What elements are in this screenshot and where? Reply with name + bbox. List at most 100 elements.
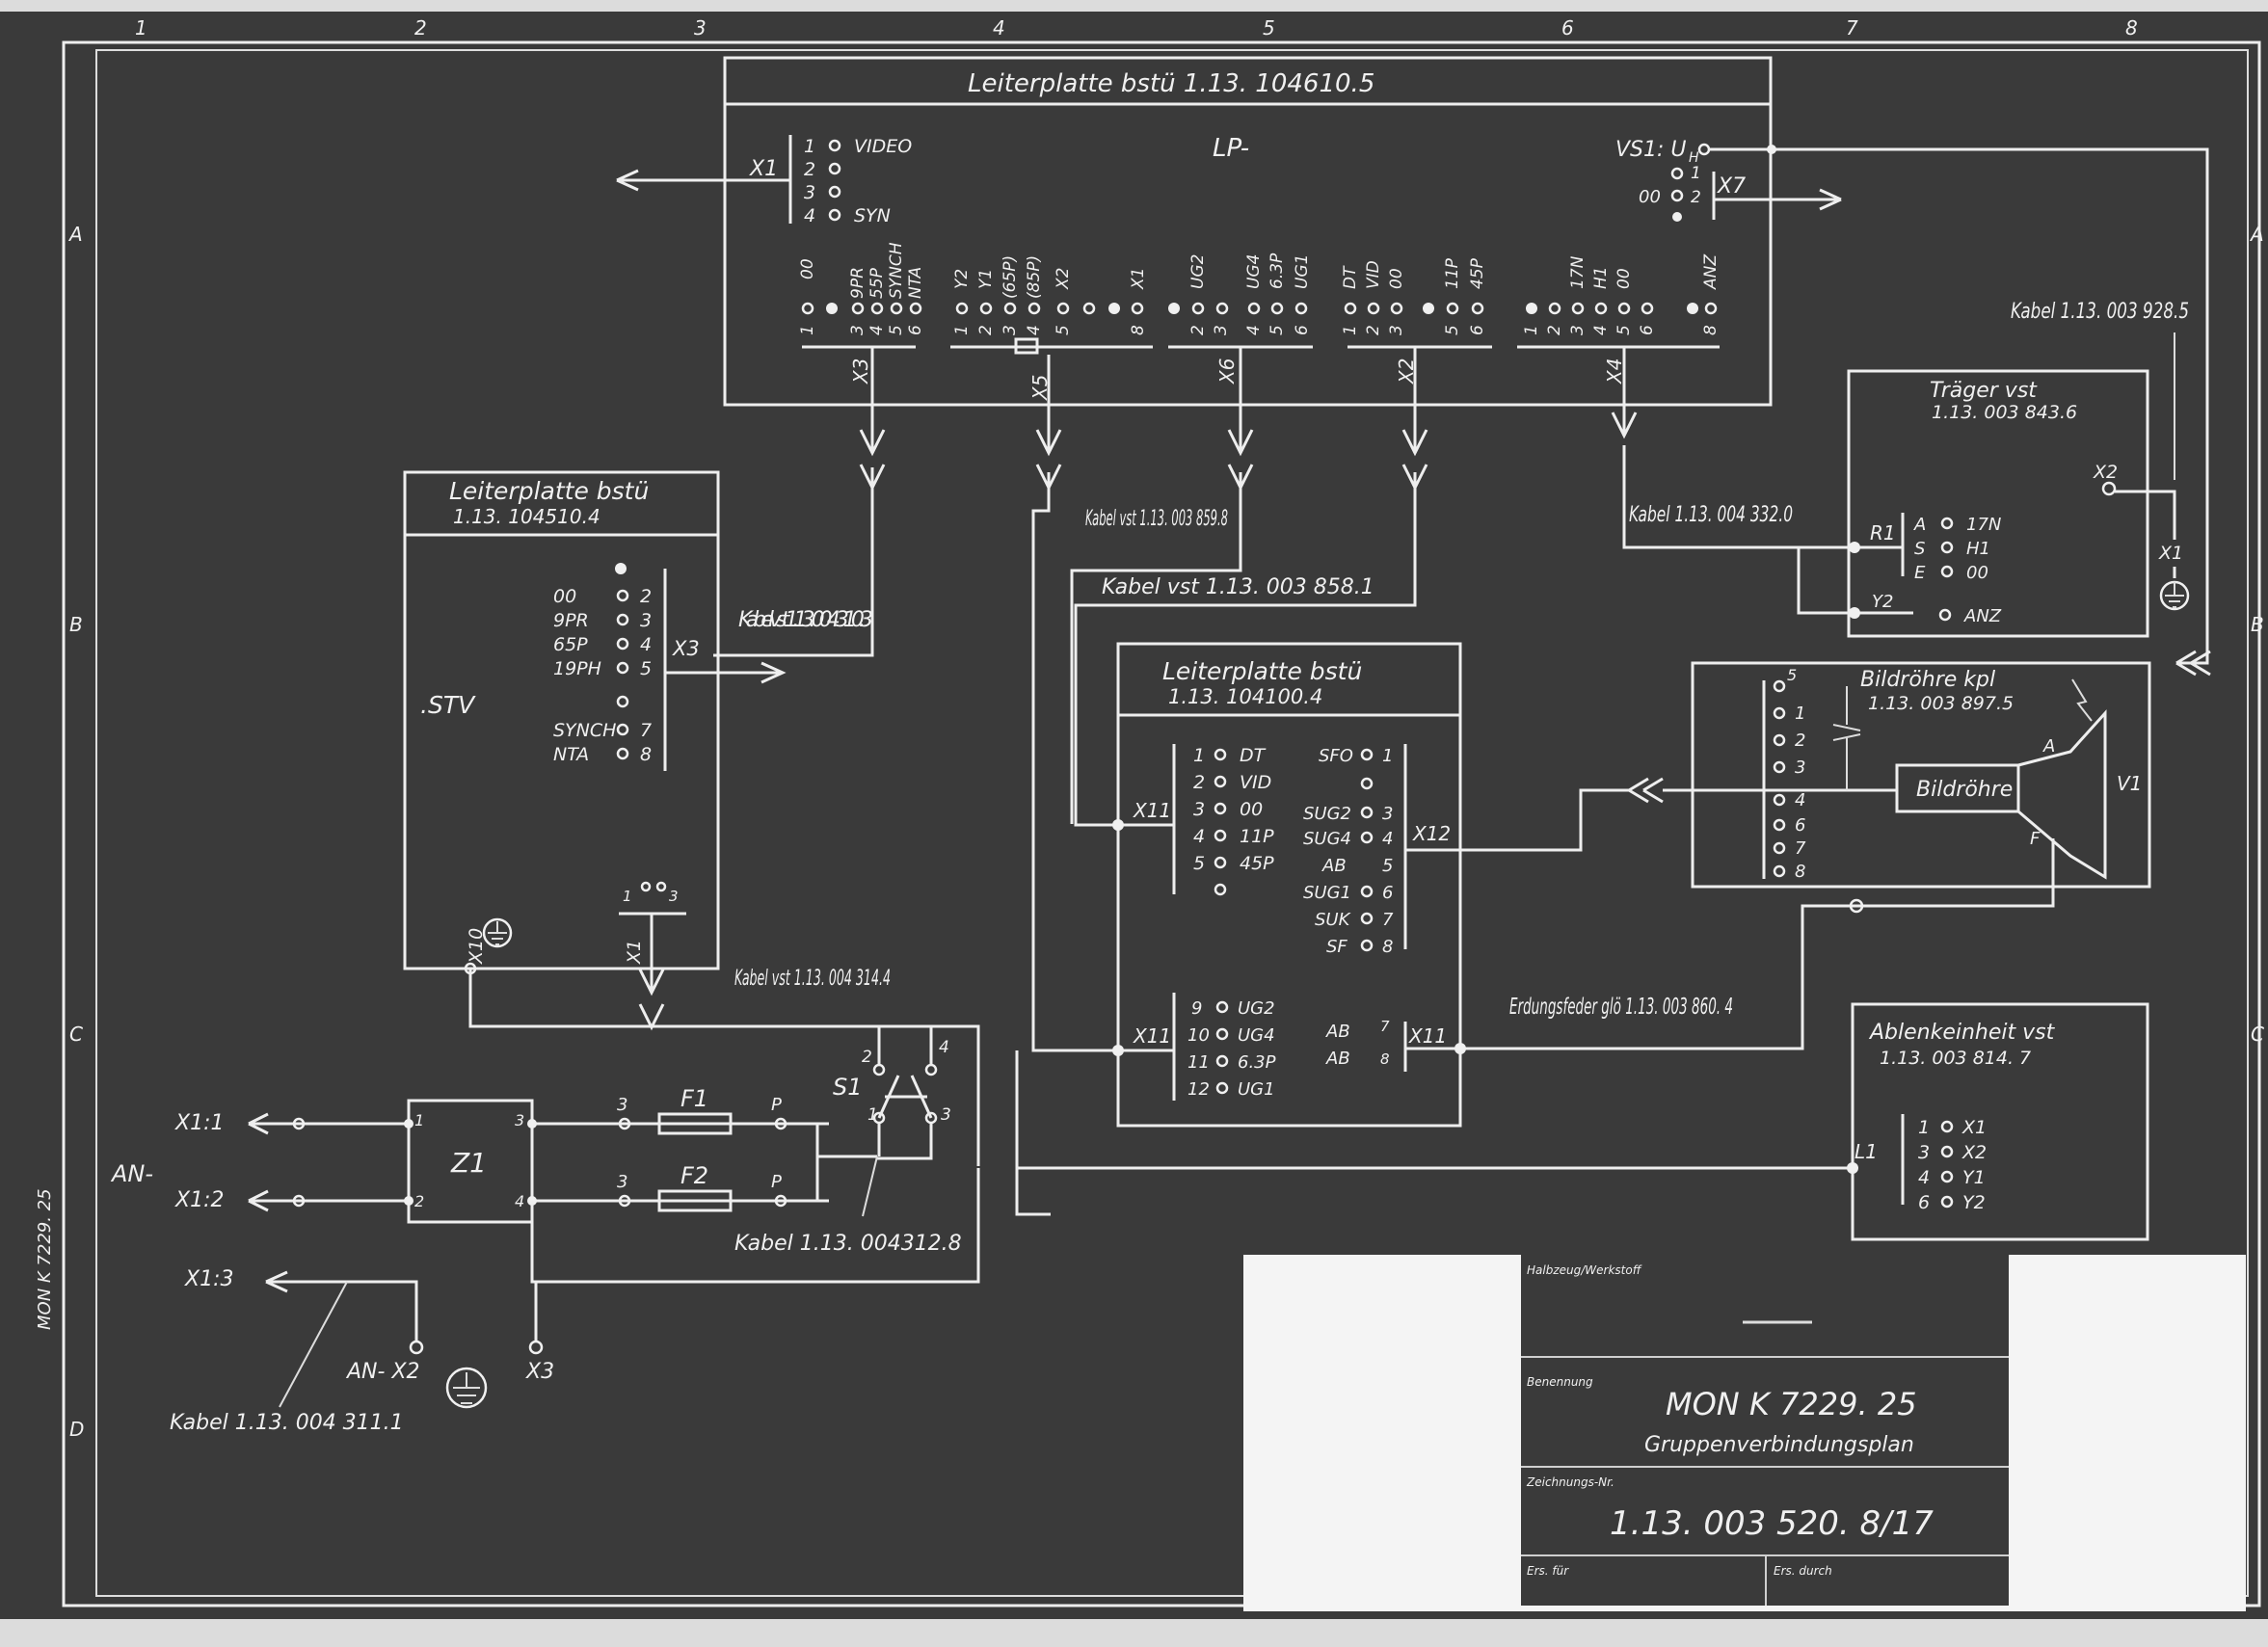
f-pin: P (771, 1095, 782, 1115)
lp-top-sub: LP- (1213, 134, 1249, 163)
bild-number: 1.13. 003 897.5 (1868, 693, 2014, 714)
lp-x5-pin: 2 (976, 325, 996, 335)
grid-col-7: 7 (1846, 16, 1858, 40)
lp-x5-label: Y2 (952, 269, 972, 289)
lp-x6-pin: 2 (1188, 325, 1208, 335)
mid-board: Leiterplatte bstü 1.13. 104100.4 X11 1 2… (1116, 642, 1462, 1128)
lp-x2-label: 00 (1387, 268, 1406, 289)
lp-x6-label: UG2 (1188, 254, 1208, 289)
grid-row-c-right: C (2251, 1023, 2264, 1046)
mid-x11b-pin: 9 (1191, 998, 1202, 1019)
mid-x11b-label: UG1 (1238, 1079, 1275, 1100)
lp-x5-label: Y1 (976, 269, 996, 289)
ablenk-l1: L1 (1854, 1140, 1878, 1163)
ablenk-pin: 4 (1918, 1167, 1930, 1188)
stv-row-pin: 7 (640, 720, 652, 741)
cable-4312: Kabel 1.13. 004312.8 (734, 1232, 962, 1256)
mid-x12-label: AB (1321, 856, 1347, 876)
bild-pin: 6 (1795, 815, 1805, 836)
ablenk-label: X1 (1961, 1117, 1987, 1138)
x1-2-label: X1:2 (174, 1188, 224, 1212)
traeger-pin: A (1913, 515, 1926, 535)
lp-x5-label: (85P) (1025, 255, 1044, 299)
lp-x2-pin: 3 (1387, 325, 1406, 335)
mid-x11-pin: 1 (1193, 745, 1205, 766)
traeger-label: ANZ (1963, 606, 2002, 626)
lp-x2-label: VID (1364, 260, 1383, 289)
lp-x5-pin: 3 (1001, 325, 1020, 335)
stv-row-pin: 8 (640, 744, 652, 765)
cable-4314: Kabel vst 1.13. 004 314.4 (734, 967, 891, 991)
cable-3859-a: Kabel vst 1.13. 003 859.8 (1085, 507, 1228, 531)
grid-labels: 1 2 3 4 5 6 7 8 A B C D A B C (67, 16, 2264, 1441)
lp-x4-connector: X4 1 2 3 17N 4 H1 5 00 6 8 ANZ (1517, 254, 1721, 385)
stv-row-label: SYNCH (553, 720, 616, 741)
grid-col-2: 2 (414, 16, 427, 40)
an-x2-label: AN- X2 (345, 1360, 420, 1384)
lp-x2-pin: 2 (1364, 325, 1383, 335)
bild-pin: 4 (1795, 790, 1805, 810)
stv-row-label: 19PH (553, 658, 601, 679)
lp-x4-label: 00 (1614, 268, 1634, 289)
f-pin: P (771, 1172, 782, 1192)
ground-icon (482, 917, 513, 948)
lp-x3-pin: 5 (887, 325, 906, 335)
stv-x1-pin: 1 (623, 888, 632, 905)
lp-x1-pin: 3 (804, 182, 815, 203)
traeger-y2: Y2 (1872, 592, 1893, 612)
lp-x4-label: H1 (1591, 266, 1611, 289)
lp-x5-pin: 4 (1025, 325, 1044, 335)
grid-col-5: 5 (1263, 16, 1275, 40)
bild-v1: V1 (2117, 772, 2142, 795)
tb-label-1: Halbzeug/Werkstoff (1527, 1263, 1642, 1277)
mid-x11-pin: 5 (1193, 853, 1205, 874)
x1-1-label: X1:1 (174, 1111, 224, 1135)
mid-x12-label: SF (1326, 937, 1347, 957)
lp-x1-pin: 4 (804, 205, 815, 226)
lp-x3-pin: 3 (848, 325, 867, 335)
tb-desc: Gruppenverbindungsplan (1644, 1433, 1914, 1457)
mid-x12-label: SUG2 (1303, 804, 1351, 824)
grid-col-4: 4 (993, 16, 1005, 40)
stv-row-label: NTA (553, 744, 589, 765)
stv-number: 1.13. 104510.4 (453, 505, 600, 528)
mid-x12-pin: 6 (1382, 883, 1393, 903)
bild-pin: 1 (1795, 704, 1805, 724)
z1-pin: 3 (515, 1111, 524, 1129)
grid-row-a: A (67, 223, 83, 246)
lp-x5-label: X2 (1054, 268, 1073, 290)
lp-x1-label: SYN (854, 205, 891, 226)
grid-col-8: 8 (2125, 16, 2138, 40)
mid-x12-pin: 7 (1382, 910, 1394, 930)
ablenk-title: Ablenkeinheit vst (1868, 1021, 2056, 1045)
bild-f: F (2030, 829, 2041, 849)
mid-x12-label: SUG1 (1303, 883, 1351, 903)
lp-top-board: Leiterplatte bstü 1.13. 104610.5 LP- X1 … (616, 56, 1930, 407)
tb-label-5: Ers. durch (1774, 1564, 1832, 1578)
ground-icon (445, 1367, 488, 1409)
lp-x3-label: SYNCH (887, 242, 906, 299)
stv-row-pin: 4 (640, 634, 652, 655)
mid-x12-label: SUG4 (1303, 829, 1351, 849)
mid-x11b-pin: 10 (1187, 1025, 1210, 1046)
traeger-pin: S (1914, 539, 1925, 559)
mid-x11r-label: AB (1325, 1022, 1350, 1042)
bild-a: A (2042, 736, 2055, 757)
mid-x12-pin: 4 (1382, 829, 1393, 849)
lp-x4-pin: 3 (1568, 325, 1588, 335)
f-pin: 3 (617, 1095, 627, 1115)
stv-row-pin: 2 (640, 586, 652, 607)
stv-x1: X1 (624, 940, 645, 965)
mid-x12-pin: 1 (1382, 746, 1393, 766)
lp-x2-pin: 6 (1468, 325, 1487, 335)
lp-down-wires (713, 347, 1854, 827)
mid-x11-label: 00 (1240, 799, 1263, 820)
lp-x6-label: 6.3P (1267, 252, 1287, 289)
lp-x2-pin: 1 (1341, 325, 1360, 335)
lp-x7-label: 00 (1639, 187, 1661, 207)
s1-pin: 1 (867, 1105, 878, 1125)
lp-x6-pin: 5 (1267, 325, 1287, 335)
tb-product: MON K 7229. 25 (1666, 1386, 1917, 1422)
